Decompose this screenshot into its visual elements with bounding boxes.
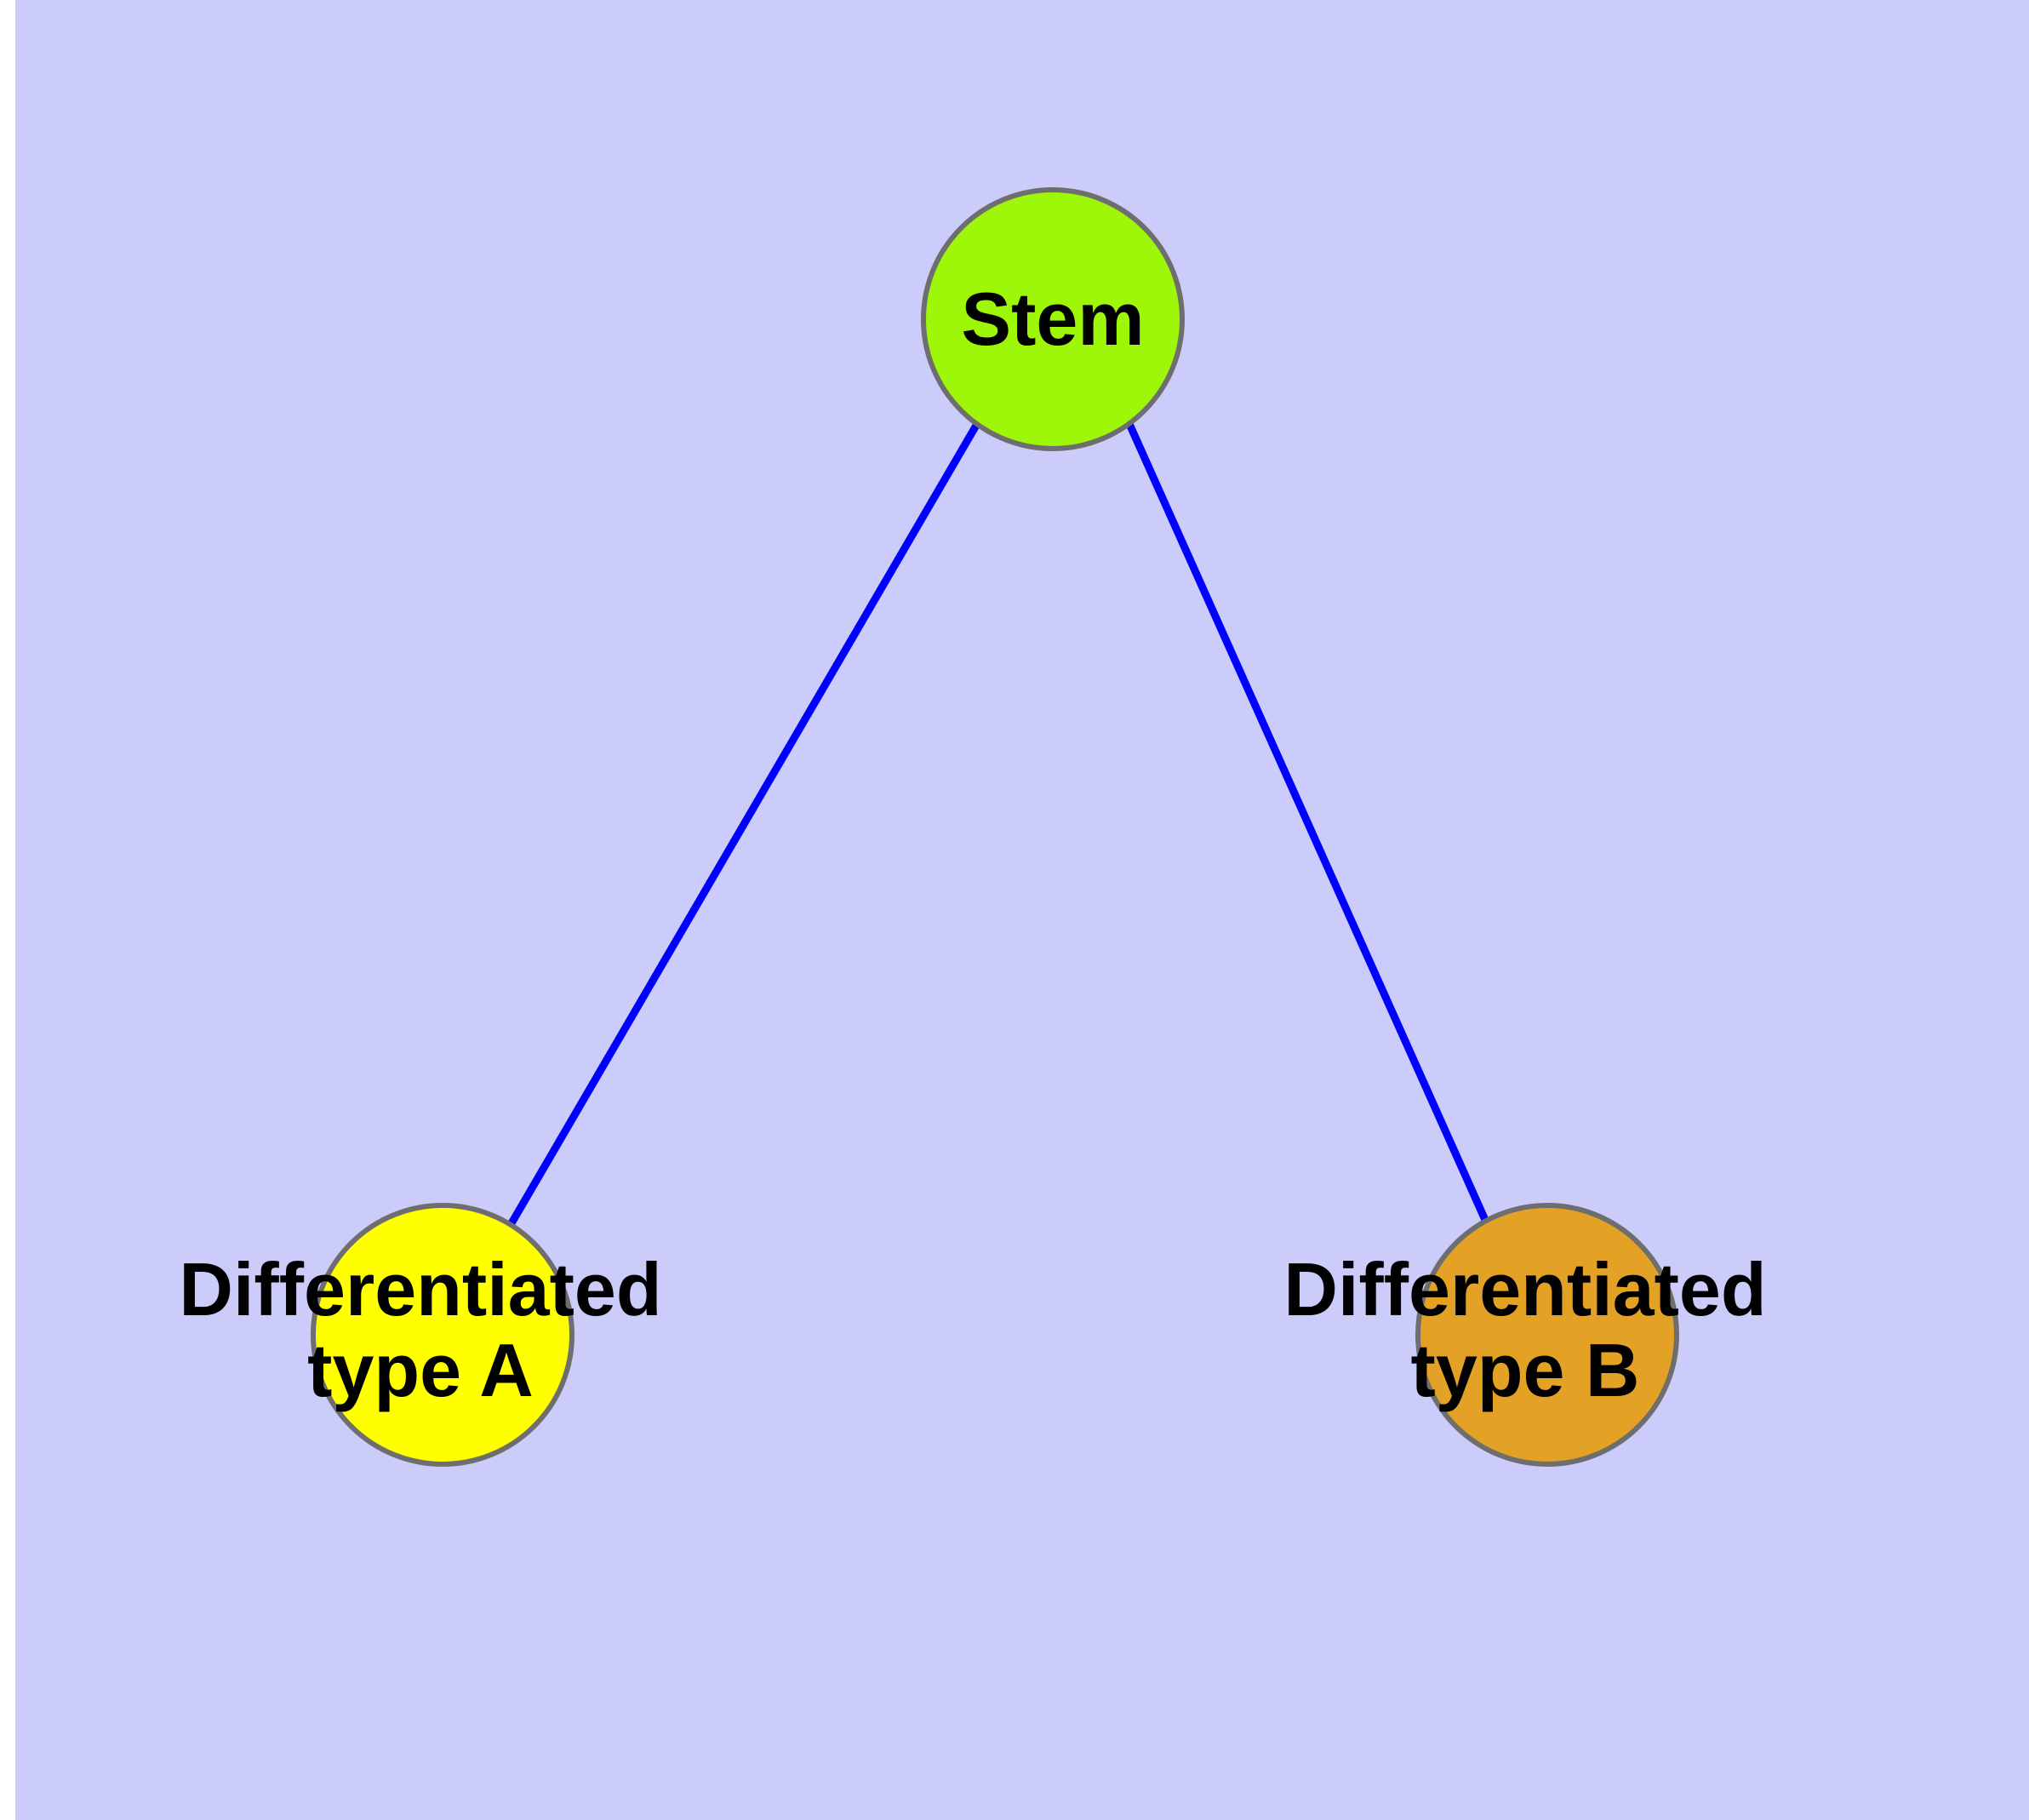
- node-label-line: type A: [307, 1328, 534, 1412]
- node-diff_a[interactable]: [311, 1203, 574, 1467]
- edge-stem-diff-b[interactable]: [1125, 422, 1493, 1229]
- node-diff_b[interactable]: [1415, 1203, 1679, 1467]
- edges-group: [508, 421, 1493, 1229]
- node-label-line: Differentiated: [1283, 1247, 1766, 1331]
- node-label-line: type B: [1411, 1328, 1640, 1412]
- edge-stem-diff-a[interactable]: [508, 421, 980, 1226]
- nodes-group: [311, 187, 1679, 1467]
- node-label-line: Differentiated: [179, 1247, 661, 1331]
- node-label-line: Stem: [961, 277, 1144, 361]
- node-stem[interactable]: [921, 187, 1185, 451]
- node-label-stem: Stem: [961, 277, 1144, 361]
